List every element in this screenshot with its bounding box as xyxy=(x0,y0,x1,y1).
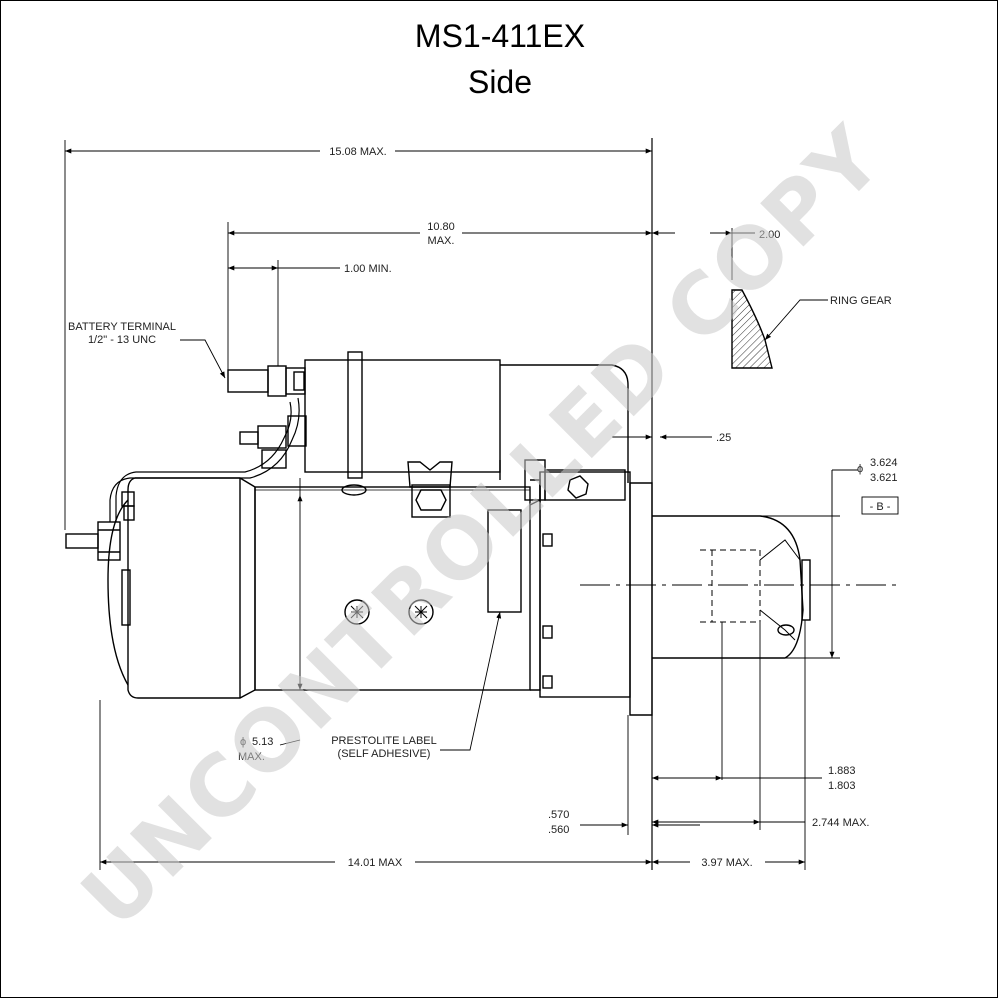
pilot-diameter-upper: 3.624 xyxy=(870,457,898,469)
pinion-dimension-lower: 1.803 xyxy=(828,780,856,792)
solenoid-length-suffix: MAX. xyxy=(428,235,455,247)
body-length-dimension: 14.01 MAX xyxy=(348,857,403,869)
label-callout-line1: PRESTOLITE LABEL xyxy=(331,735,437,747)
datum-b-label: - B - xyxy=(870,501,891,513)
body-diameter-suffix: MAX. xyxy=(238,751,265,763)
ring-gear-section xyxy=(731,289,773,369)
overall-length-dimension: 15.08 MAX. xyxy=(329,146,386,158)
ring-gear-callout: RING GEAR xyxy=(830,295,892,307)
body-diameter-value: 5.13 xyxy=(252,736,273,748)
label-callout-line2: (SELF ADHESIVE) xyxy=(338,748,431,760)
starter-outline xyxy=(65,138,811,870)
diameter-symbol: ϕ xyxy=(857,463,863,475)
battery-terminal-callout-line1: BATTERY TERMINAL xyxy=(68,321,176,333)
flange-gap-dimension: .25 xyxy=(716,432,731,444)
dimension-lines xyxy=(64,140,899,870)
drawing-subtitle: Side xyxy=(467,64,533,100)
battery-terminal-callout-line2: 1/2" - 13 UNC xyxy=(88,334,156,346)
solenoid-length-value: 10.80 xyxy=(427,221,455,233)
drawing-title: MS1-411EX xyxy=(414,18,586,54)
body-diameter-symbol: ϕ xyxy=(240,736,246,748)
front-length-dimension: 3.97 MAX. xyxy=(701,857,752,869)
nose-length-dimension: 2.744 MAX. xyxy=(812,817,869,829)
terminal-min-dimension: 1.00 MIN. xyxy=(344,263,392,275)
flange-thickness-lower: .560 xyxy=(548,824,569,836)
pinion-dimension-upper: 1.883 xyxy=(828,765,856,777)
pilot-diameter-lower: 3.621 xyxy=(870,472,898,484)
ring-gear-offset-dimension: 2.00 xyxy=(759,229,780,241)
flange-thickness-upper: .570 xyxy=(548,809,569,821)
